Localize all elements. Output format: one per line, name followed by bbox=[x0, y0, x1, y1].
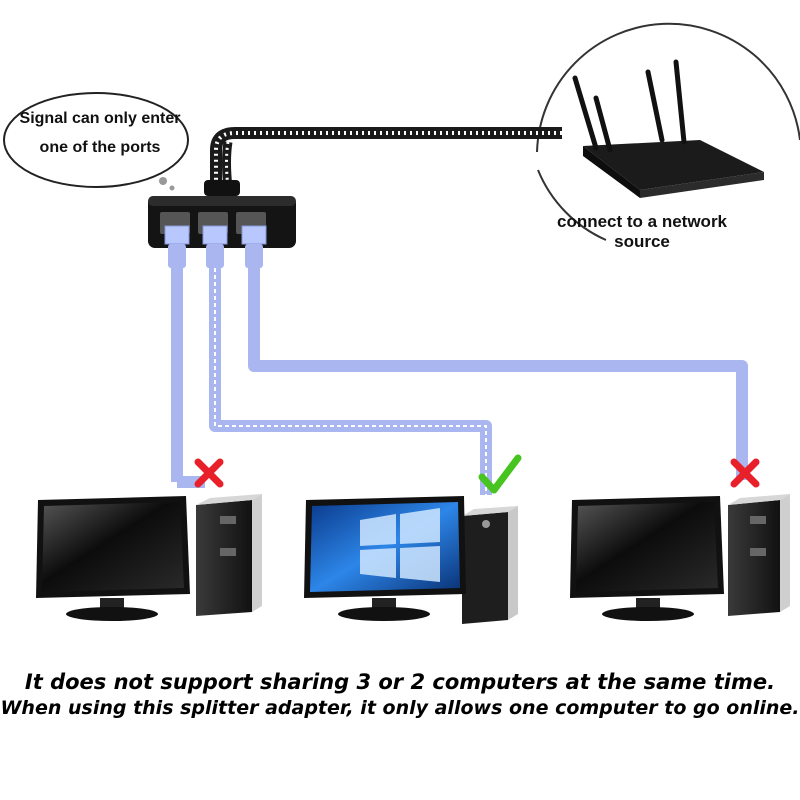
caption-line-2: When using this splitter adapter, it onl… bbox=[0, 697, 800, 719]
green-check-icon bbox=[478, 454, 522, 494]
caption-line-1: It does not support sharing 3 or 2 compu… bbox=[24, 670, 776, 694]
callout-bubble bbox=[3, 92, 189, 191]
network-cable bbox=[210, 127, 562, 189]
rj45-plug-right bbox=[241, 225, 267, 268]
rj45-plug-middle bbox=[202, 225, 228, 268]
red-x-icon bbox=[194, 458, 224, 488]
computer-left bbox=[36, 494, 262, 621]
cable-right bbox=[248, 268, 748, 480]
computer-middle bbox=[304, 496, 518, 624]
rj45-plug-left bbox=[164, 225, 190, 268]
cable-left bbox=[171, 268, 205, 488]
red-x-icon bbox=[730, 458, 760, 488]
cable-middle bbox=[209, 268, 492, 495]
callout-text: Signal can only enter one of the ports bbox=[19, 110, 181, 156]
router-label: connect to a network source bbox=[556, 212, 728, 251]
router bbox=[536, 22, 800, 241]
computer-right bbox=[570, 494, 790, 621]
